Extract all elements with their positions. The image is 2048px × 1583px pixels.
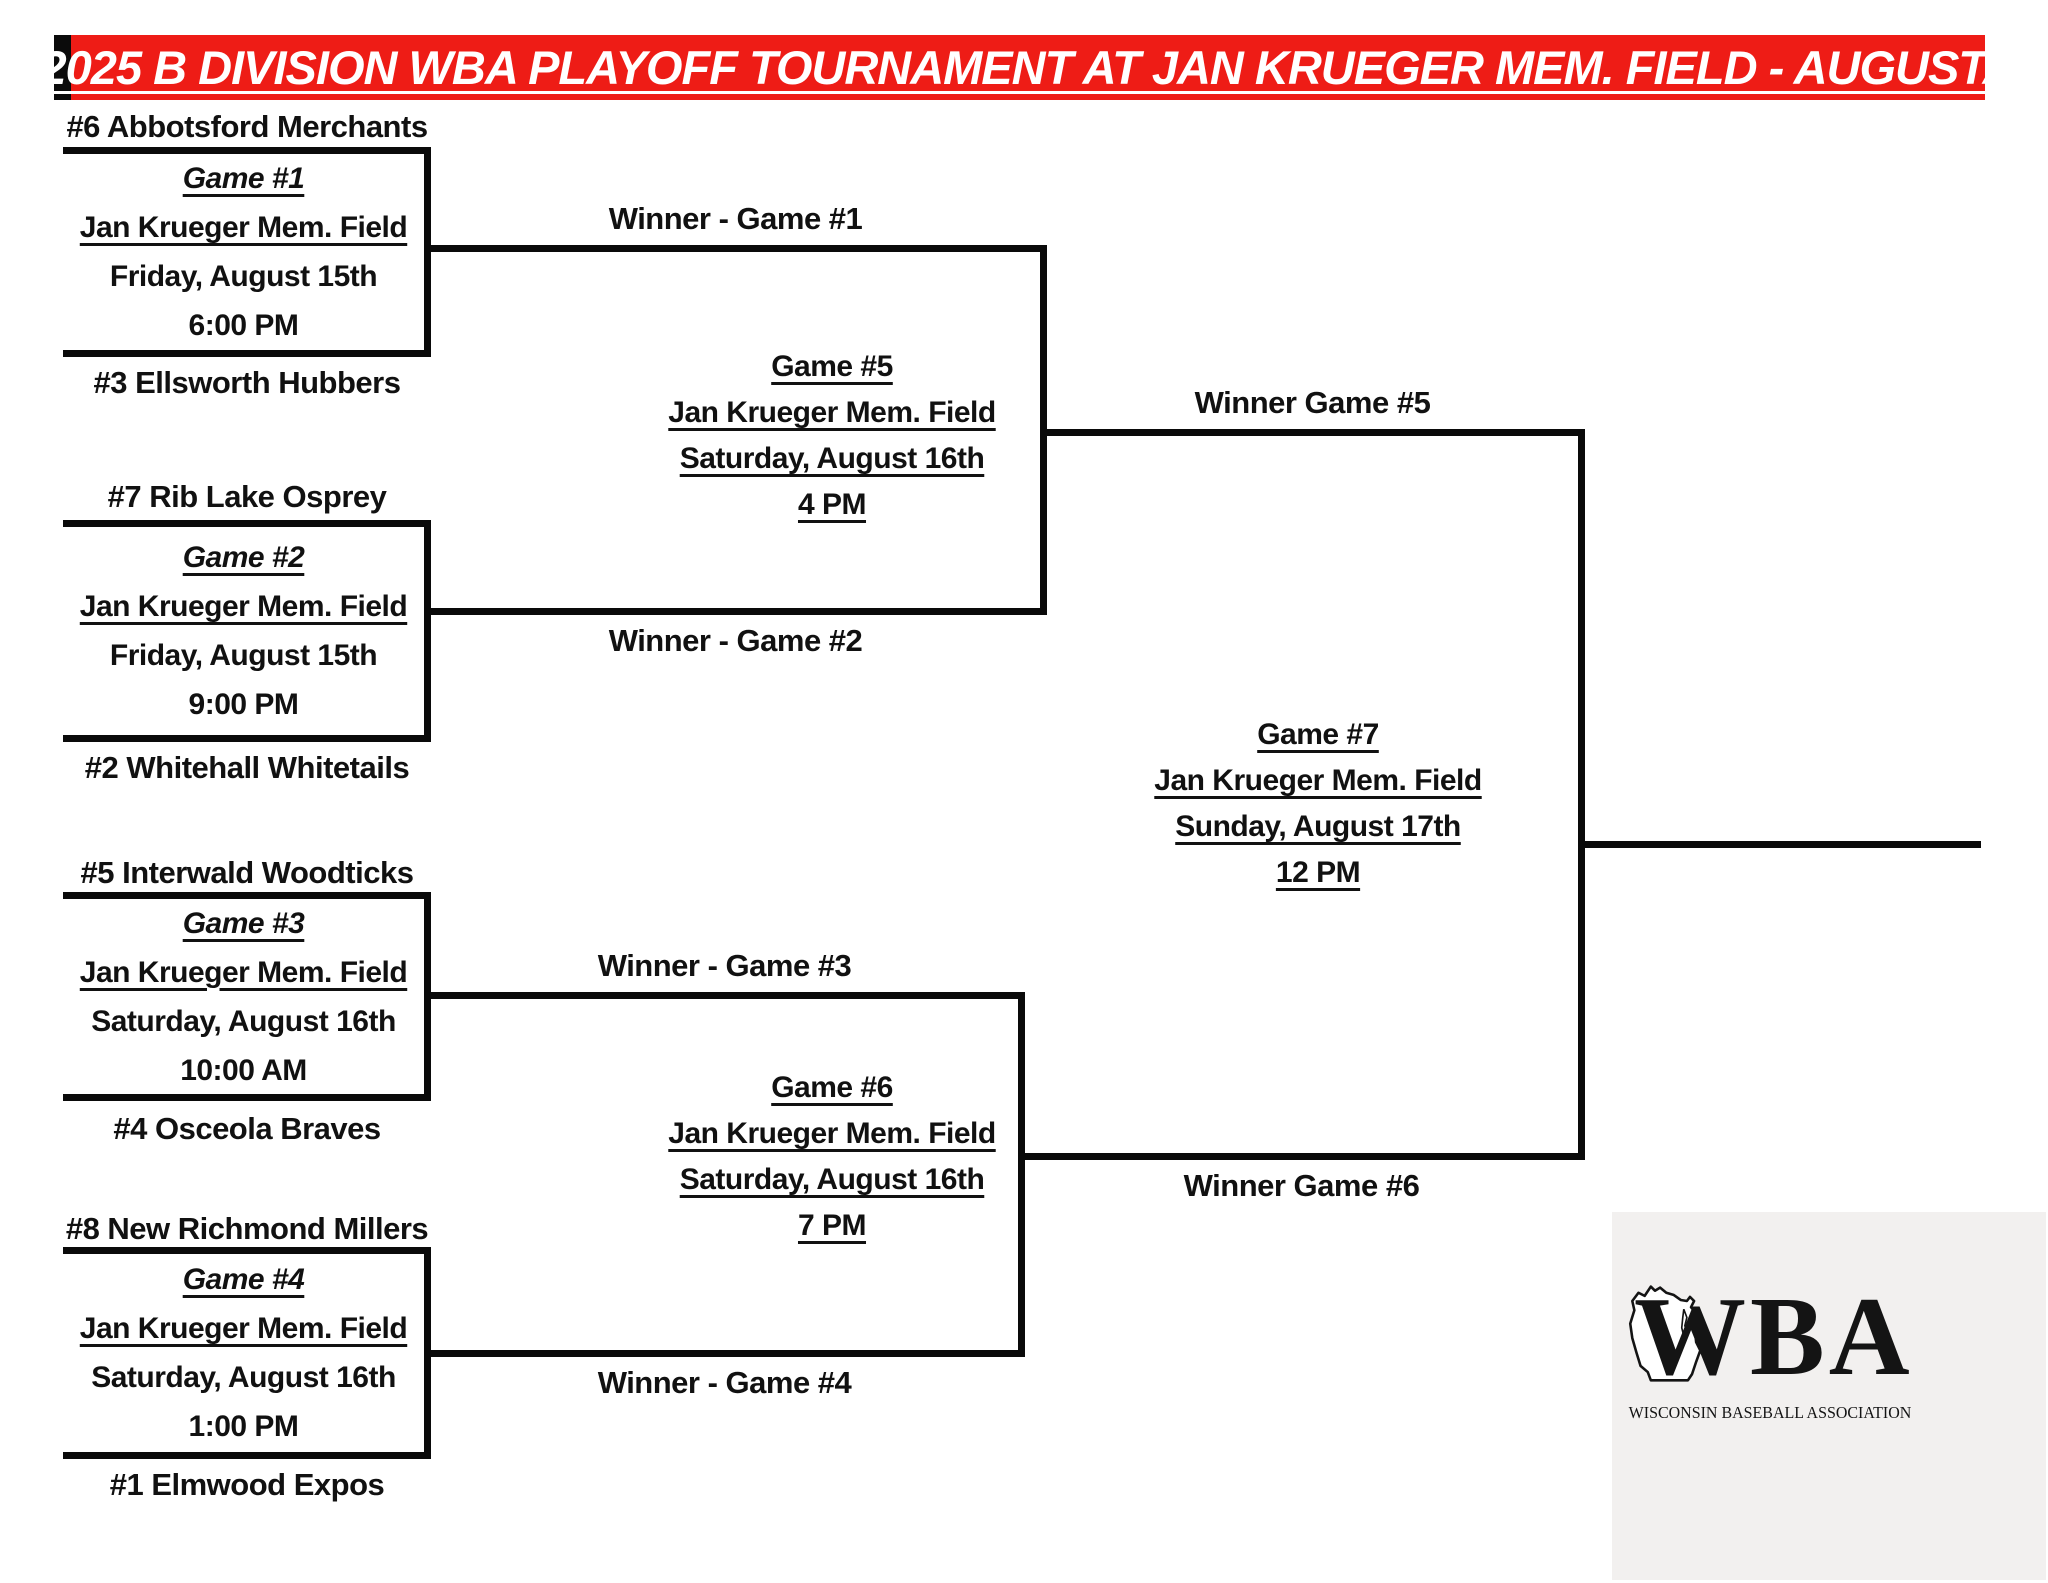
game5-block: Game #5 Jan Krueger Mem. Field Saturday,… xyxy=(612,344,1052,528)
game4-venue: Jan Krueger Mem. Field xyxy=(79,1312,408,1345)
logo-background-panel xyxy=(1612,1212,2046,1580)
game3-box: Game #3 Jan Krueger Mem. Field Saturday,… xyxy=(63,892,431,1101)
game3-time: 10:00 AM xyxy=(180,1053,307,1087)
game4-box: Game #4 Jan Krueger Mem. Field Saturday,… xyxy=(63,1247,431,1459)
winner-game2-label: Winner - Game #2 xyxy=(608,623,863,658)
winner-game6-label: Winner Game #6 xyxy=(1183,1168,1420,1203)
game7-title: Game #7 xyxy=(1257,718,1379,751)
title-banner: 2025 B DIVISION WBA PLAYOFF TOURNAMENT A… xyxy=(41,35,2016,100)
team-seed3-ellsworth: #3 Ellsworth Hubbers xyxy=(93,365,401,400)
game2-time: 9:00 PM xyxy=(188,688,299,721)
wba-logo-caption: WISCONSIN BASEBALL ASSOCIATION xyxy=(1628,1403,1912,1422)
game2-date: Friday, August 15th xyxy=(109,639,378,672)
game1-time: 6:00 PM xyxy=(188,309,299,342)
winner-game5-line xyxy=(1040,429,1585,436)
game3-venue: Jan Krueger Mem. Field xyxy=(79,955,408,989)
winner-game4-line xyxy=(424,1350,1025,1357)
game6-title: Game #6 xyxy=(771,1071,893,1104)
game3-date: Saturday, August 16th xyxy=(91,1004,396,1038)
game4-title: Game #4 xyxy=(182,1263,305,1296)
wba-logo: WBA WISCONSIN BASEBALL ASSOCIATION xyxy=(1620,1262,1920,1427)
game7-time: 12 PM xyxy=(1275,856,1361,889)
game1-box: Game #1 Jan Krueger Mem. Field Friday, A… xyxy=(63,147,431,357)
winner-game3-label: Winner - Game #3 xyxy=(597,948,852,983)
game6-bracket-vertical xyxy=(1018,992,1025,1357)
game2-venue: Jan Krueger Mem. Field xyxy=(79,590,408,623)
team-seed6-abbotsford: #6 Abbotsford Merchants xyxy=(66,109,428,144)
game1-title: Game #1 xyxy=(182,162,305,195)
game4-date: Saturday, August 16th xyxy=(91,1361,396,1394)
game6-block: Game #6 Jan Krueger Mem. Field Saturday,… xyxy=(612,1065,1052,1249)
game7-bracket-vertical xyxy=(1578,429,1585,1160)
team-seed1-elmwood: #1 Elmwood Expos xyxy=(109,1467,385,1502)
banner-left-cap xyxy=(54,35,71,100)
game5-venue: Jan Krueger Mem. Field xyxy=(668,396,996,429)
winner-game2-line xyxy=(424,608,1047,615)
game1-date: Friday, August 15th xyxy=(109,260,378,293)
team-seed5-interwald: #5 Interwald Woodticks xyxy=(80,855,414,890)
game7-venue: Jan Krueger Mem. Field xyxy=(1154,764,1482,797)
game5-time: 4 PM xyxy=(797,488,867,521)
winner-game5-label: Winner Game #5 xyxy=(1194,385,1431,420)
game6-time: 7 PM xyxy=(797,1209,867,1242)
winner-game6-line xyxy=(1018,1153,1585,1160)
winner-game1-label: Winner - Game #1 xyxy=(608,201,863,236)
game6-venue: Jan Krueger Mem. Field xyxy=(668,1117,996,1150)
game7-block: Game #7 Jan Krueger Mem. Field Sunday, A… xyxy=(1098,712,1538,896)
game4-time: 1:00 PM xyxy=(188,1410,299,1443)
game1-venue: Jan Krueger Mem. Field xyxy=(79,211,408,244)
winner-game3-line xyxy=(424,992,1025,999)
game5-title: Game #5 xyxy=(771,350,893,383)
winner-game4-label: Winner - Game #4 xyxy=(597,1365,852,1400)
team-seed2-whitehall: #2 Whitehall Whitetails xyxy=(84,750,410,785)
team-seed4-osceola: #4 Osceola Braves xyxy=(113,1111,381,1146)
team-seed7-riblake: #7 Rib Lake Osprey xyxy=(107,479,387,514)
game6-date: Saturday, August 16th xyxy=(679,1163,985,1196)
game7-date: Sunday, August 17th xyxy=(1175,810,1461,843)
game2-box: Game #2 Jan Krueger Mem. Field Friday, A… xyxy=(63,520,431,742)
champion-line xyxy=(1578,841,1981,848)
winner-game1-line xyxy=(424,245,1047,252)
game3-title: Game #3 xyxy=(182,906,305,940)
page-title: 2025 B DIVISION WBA PLAYOFF TOURNAMENT A… xyxy=(40,41,2017,94)
team-seed8-newrichmond: #8 New Richmond Millers xyxy=(65,1211,429,1246)
wisconsin-state-icon xyxy=(1628,1285,1703,1382)
game5-date: Saturday, August 16th xyxy=(679,442,985,475)
game2-title: Game #2 xyxy=(182,541,305,574)
wba-logo-acronym: WBA xyxy=(1634,1275,1914,1399)
